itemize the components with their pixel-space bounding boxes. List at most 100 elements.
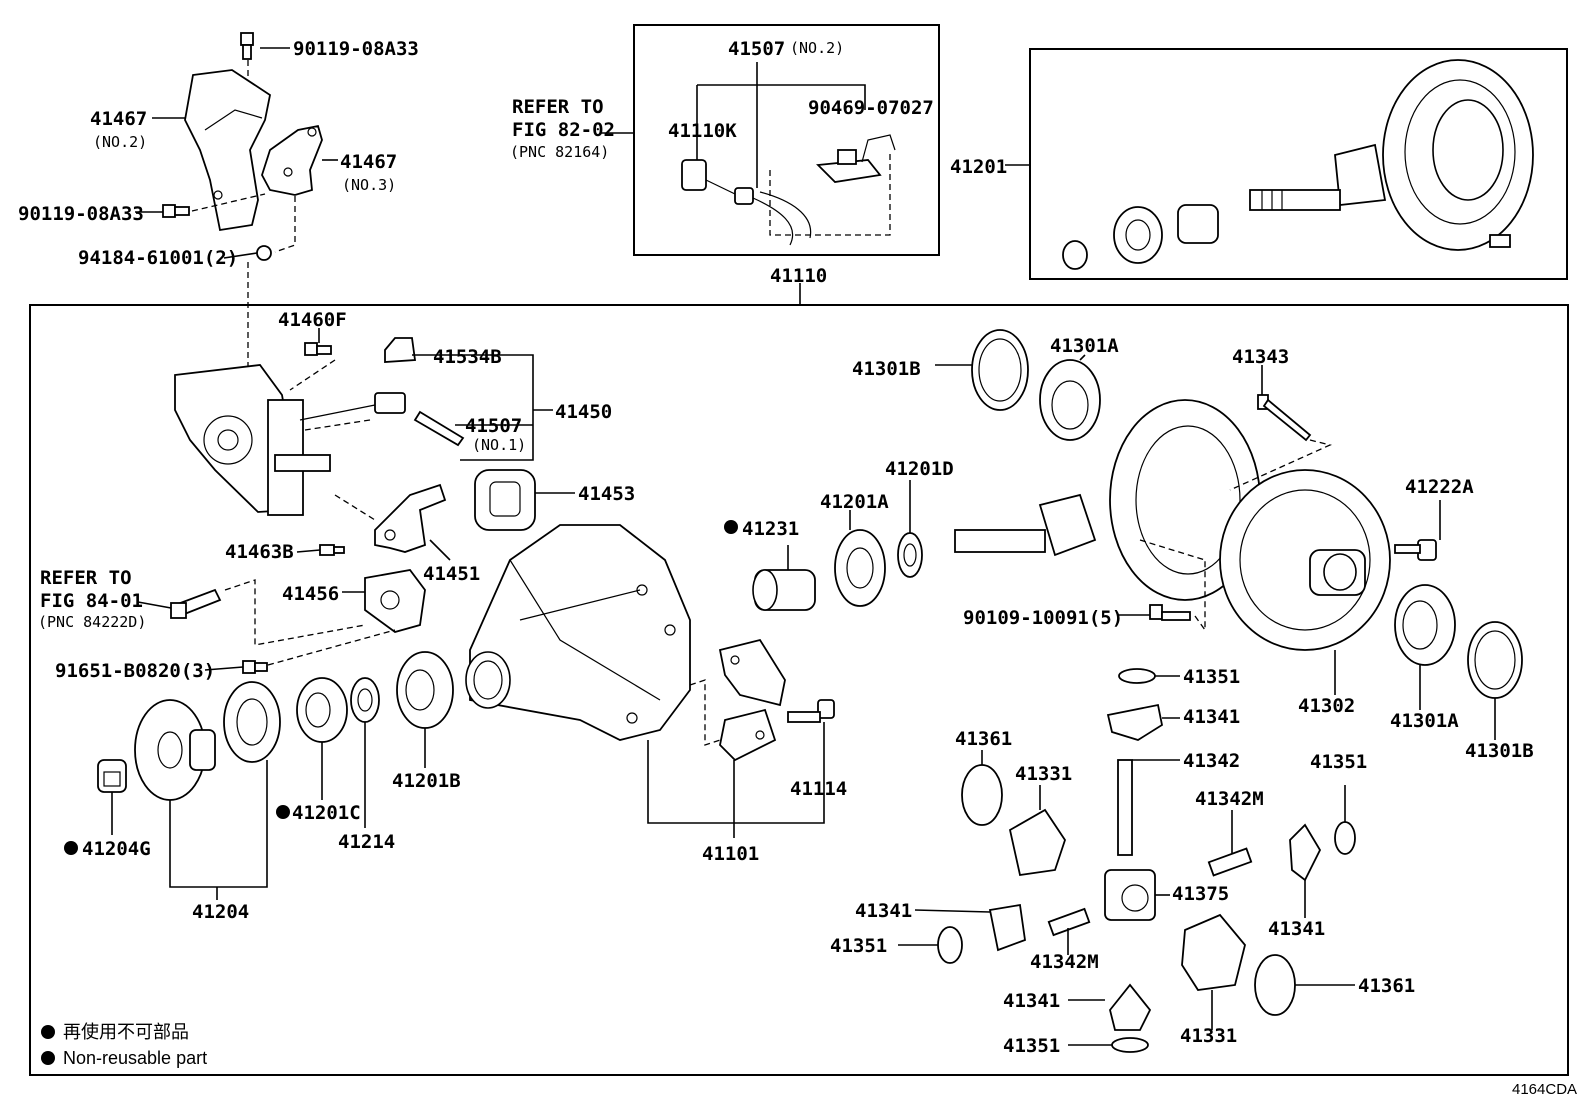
label-91651: 91651-B0820(3) <box>55 660 215 682</box>
label-41451: 41451 <box>423 563 480 585</box>
label-41453: 41453 <box>578 483 635 505</box>
label-41331-b: 41331 <box>1180 1025 1237 1047</box>
label-90119-top: 90119-08A33 <box>293 38 419 60</box>
flange-41204 <box>134 699 216 801</box>
legend-marker-2 <box>41 1051 55 1065</box>
washer-41351-d <box>1111 1037 1149 1053</box>
label-41351-d: 41351 <box>1003 1035 1060 1057</box>
bolt-91651 <box>242 660 268 674</box>
bracket-41467-no2 <box>184 69 272 232</box>
washer-41351-b <box>1334 821 1356 855</box>
inset-frame-ring-pinion <box>1029 48 1568 280</box>
label-41463b: 41463B <box>225 541 294 563</box>
label-41301b-top: 41301B <box>852 358 921 380</box>
shim-41301b-bot <box>1467 621 1523 699</box>
bolt-41114 <box>787 699 835 723</box>
washer-41201d <box>897 532 923 578</box>
label-90119-left: 90119-08A33 <box>18 203 144 225</box>
label-90469: 90469-07027 <box>808 97 934 119</box>
bracket-41467-no3 <box>261 124 323 196</box>
label-41361-a: 41361 <box>955 728 1012 750</box>
label-41114: 41114 <box>790 778 847 800</box>
label-94184: 94184-61001(2) <box>78 247 238 269</box>
label-41351-b: 41351 <box>1310 751 1367 773</box>
spacer-41231 <box>752 569 816 611</box>
pin-41507-no1 <box>413 410 465 447</box>
bearing-41201b <box>396 651 454 729</box>
bolt-90109 <box>1149 604 1191 621</box>
label-41110k: 41110K <box>668 120 737 142</box>
label-41351-c: 41351 <box>830 935 887 957</box>
label-41201d: 41201D <box>885 458 954 480</box>
oil-seal-41204 <box>223 681 281 763</box>
label-41456: 41456 <box>282 583 339 605</box>
bolt-41343 <box>1257 394 1312 442</box>
nut-94184 <box>256 245 272 261</box>
shift-fork-41451 <box>374 483 447 553</box>
inset-frame-wiring <box>633 24 940 256</box>
pinion-41331-a <box>1008 808 1066 877</box>
label-refer-84-01-b: FIG 84-01 <box>40 590 143 612</box>
nut-41204g <box>97 759 127 793</box>
actuator-41450 <box>174 364 406 516</box>
label-41201: 41201 <box>950 156 1007 178</box>
label-41343: 41343 <box>1232 346 1289 368</box>
side-gear-41331-b <box>1181 913 1246 991</box>
label-refer-82-02-a: REFER TO <box>512 96 604 118</box>
label-41222a: 41222A <box>1405 476 1474 498</box>
bolt-41222a <box>1394 539 1437 561</box>
legend-marker-1 <box>41 1025 55 1039</box>
speed-sensor-41110k <box>681 159 812 246</box>
label-41302: 41302 <box>1298 695 1355 717</box>
label-41351-a: 41351 <box>1183 666 1240 688</box>
label-41214: 41214 <box>338 831 395 853</box>
ring-gear-inset <box>1382 59 1534 251</box>
connector-41534b <box>384 337 417 363</box>
bearing-cap-41101 <box>718 638 786 762</box>
bolt-41460f <box>304 342 332 356</box>
bolt-41463b <box>319 544 345 556</box>
label-90109: 90109-10091(5) <box>963 607 1123 629</box>
label-41301b-bot: 41301B <box>1465 740 1534 762</box>
nonreusable-marker-41204g <box>64 841 78 855</box>
bearing-41301a-bot <box>1394 584 1456 666</box>
label-41342: 41342 <box>1183 750 1240 772</box>
label-41342m-b: 41342M <box>1030 951 1099 973</box>
pinion-41341-d <box>1109 983 1152 1031</box>
washer-41361-a <box>961 764 1003 826</box>
pin-41342m-a <box>1207 847 1253 877</box>
label-41341-b: 41341 <box>1268 918 1325 940</box>
label-41467-no3-sub: (NO.3) <box>342 176 396 194</box>
pin-41342m-b <box>1047 907 1091 937</box>
washer-41361-b <box>1254 954 1296 1016</box>
label-41301a-bot: 41301A <box>1390 710 1459 732</box>
shaft-41342 <box>1117 759 1133 856</box>
label-41201a: 41201A <box>820 491 889 513</box>
shim-41301b-top <box>971 329 1029 411</box>
label-41301a-top: 41301A <box>1050 335 1119 357</box>
bearing-41201a <box>834 529 886 607</box>
label-refer-84-01-c: (PNC 84222D) <box>38 613 146 631</box>
label-refer-82-02-c: (PNC 82164) <box>510 143 609 161</box>
pinion-gear-inset <box>1249 143 1387 211</box>
label-41507-no1-sub: (NO.1) <box>472 436 526 454</box>
pinion-41341-b <box>1289 823 1322 882</box>
label-41507-no2-sub: (NO.2) <box>790 39 844 57</box>
bearing-41301a-top <box>1039 359 1101 441</box>
label-41342m-a: 41342M <box>1195 788 1264 810</box>
carrier-housing-41101 <box>465 524 691 741</box>
label-41110: 41110 <box>770 265 827 287</box>
label-41201b: 41201B <box>392 770 461 792</box>
diagram-code: 4164CDA <box>1512 1081 1577 1098</box>
label-41204: 41204 <box>192 901 249 923</box>
differential-case-41302 <box>1219 469 1391 651</box>
label-41201c: 41201C <box>292 802 361 824</box>
shift-bracket-41456 <box>364 569 426 633</box>
bearing-41201c <box>296 677 348 743</box>
label-41507-no1: 41507 <box>465 415 522 437</box>
pinion-41341-c <box>988 903 1026 952</box>
label-refer-84-01-a: REFER TO <box>40 567 132 589</box>
label-41331-a: 41331 <box>1015 763 1072 785</box>
label-41361-b: 41361 <box>1358 975 1415 997</box>
